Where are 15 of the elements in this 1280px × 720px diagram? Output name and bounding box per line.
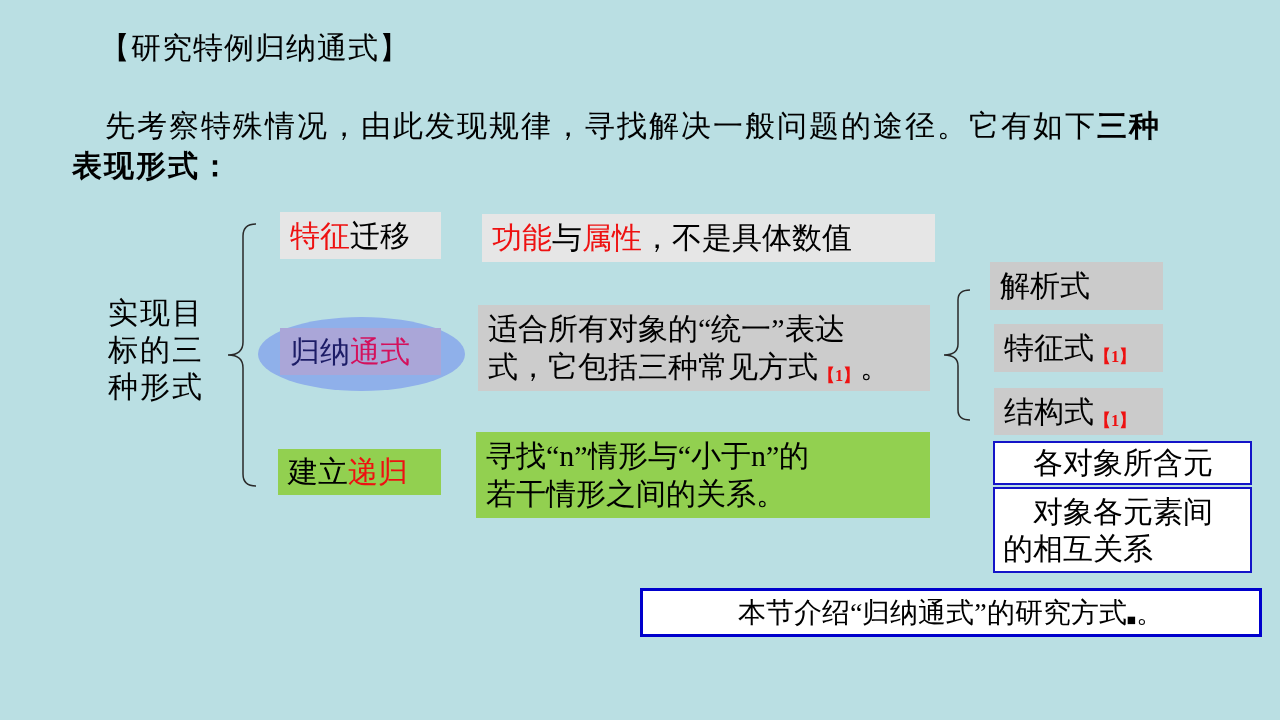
- category-box: 建立递归: [278, 449, 441, 495]
- category-box: 归纳通式: [280, 328, 441, 375]
- category-box: 特征迁移: [280, 212, 441, 259]
- description-box: 寻找“n”情形与“小于n”的若干情形之间的关系。: [476, 432, 930, 518]
- description-box: 功能与属性，不是具体数值: [482, 214, 935, 262]
- formula-type-box: 特征式$_{【1】}$: [994, 324, 1163, 372]
- formula-type-box: 解析式: [990, 262, 1163, 310]
- note-box: 各对象所含元: [993, 441, 1252, 485]
- intro-paragraph: 先考察特殊情况，由此发现规律，寻找解决一般问题的途径。它有如下三种表现形式：: [72, 108, 1162, 184]
- formula-type-box: 结构式$_{【1】}$: [994, 388, 1163, 435]
- group-label: 实现目标的三种形式: [108, 295, 205, 405]
- note-box: 对象各元素间的相互关系: [993, 487, 1252, 573]
- slide-title: 【研究特例归纳通式】: [100, 30, 410, 66]
- summary-box: 本节介绍“归纳通式”的研究方式$_{■}$。: [640, 588, 1262, 637]
- description-box: 适合所有对象的“统一”表达式，它包括三种常见方式$_{【1】}$。: [478, 305, 930, 391]
